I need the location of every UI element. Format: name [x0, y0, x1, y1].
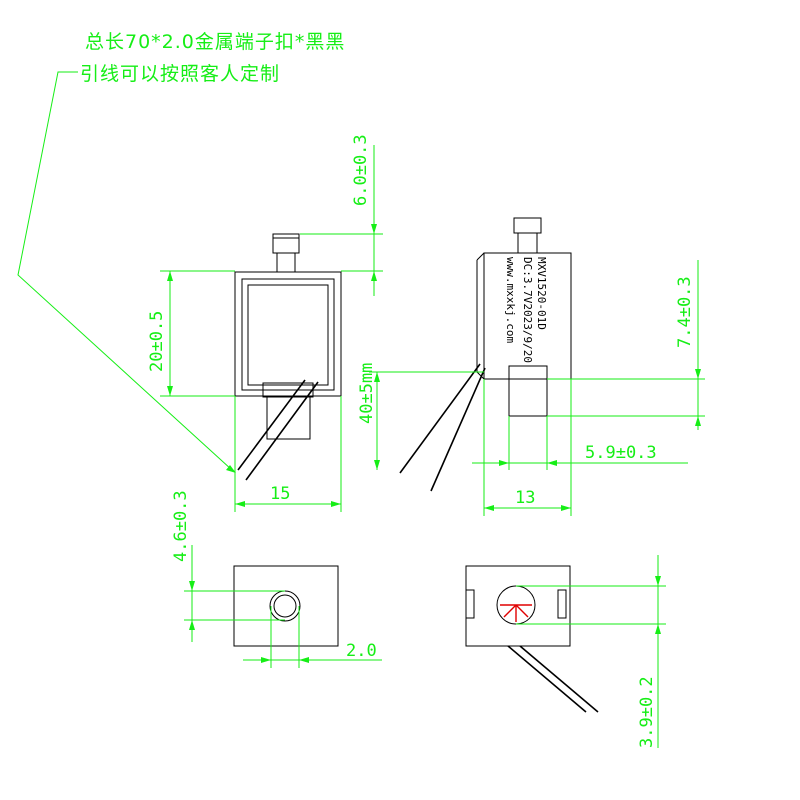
- hole-height-text: 4.6±0.3: [171, 490, 191, 562]
- bottom-view-cross: [465, 565, 599, 713]
- dim-side-offset: 5.9±0.3: [472, 416, 688, 470]
- front-view: [234, 233, 342, 481]
- dim-hole-height: 4.6±0.3: [171, 490, 285, 642]
- note-line-2: 引线可以按照客人定制: [80, 63, 280, 85]
- lead-length-text: 40±5mm: [357, 363, 377, 424]
- dim-lead-length: 40±5mm: [357, 363, 484, 470]
- label-model: MXV1520-01D: [535, 257, 548, 330]
- cross-height-text: 3.9±0.2: [637, 676, 657, 748]
- dim-hole-diameter: 2.0: [243, 606, 382, 668]
- side-width-text: 13: [515, 488, 535, 508]
- dim-plunger-height: 6.0±0.3: [300, 134, 383, 296]
- note-leader: [17, 71, 236, 473]
- note-line-1: 总长70*2.0金属端子扣*黑黑: [85, 31, 345, 53]
- dim-body-width: 15: [234, 396, 342, 512]
- hole-diameter-text: 2.0: [346, 641, 377, 661]
- dim-cross-height: 3.9±0.2: [516, 555, 666, 748]
- plunger-height-text: 6.0±0.3: [351, 134, 371, 206]
- body-width-text: 15: [270, 484, 290, 504]
- side-offset-text: 5.9±0.3: [585, 443, 657, 463]
- side-view: [399, 217, 572, 492]
- dim-body-height: 20±0.5: [147, 270, 235, 397]
- dim-side-height: 7.4±0.3: [547, 260, 705, 430]
- label-rating: DC:3.7V2023/9/20: [521, 257, 534, 363]
- label-website: www.mxxkj.com: [504, 257, 517, 343]
- dim-side-width: 13: [483, 379, 572, 516]
- bottom-view-hole: [233, 565, 339, 647]
- side-height-text: 7.4±0.3: [675, 276, 695, 348]
- body-height-text: 20±0.5: [147, 311, 167, 372]
